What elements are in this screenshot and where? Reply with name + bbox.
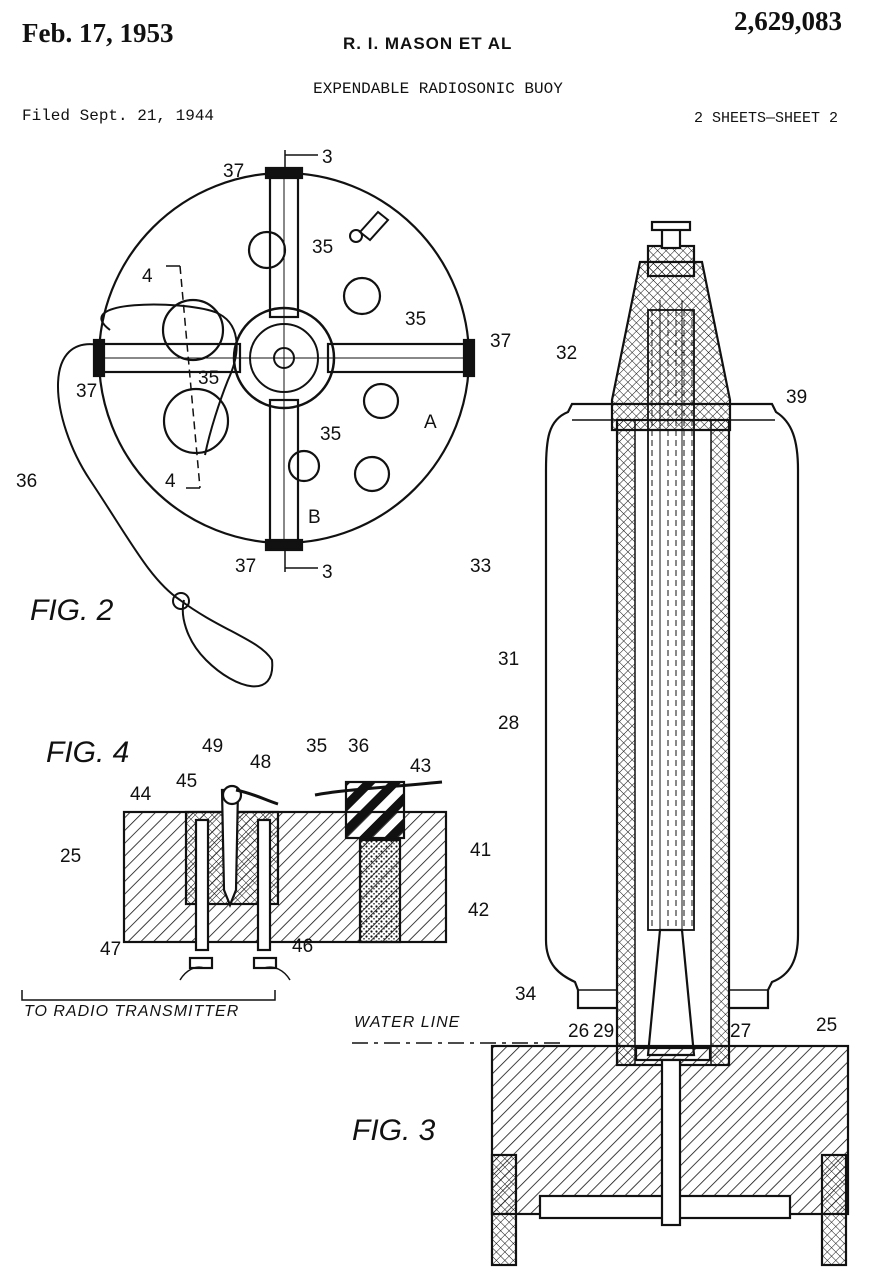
fig3-ref-27: 27	[730, 1021, 751, 1042]
fig4-ref-49: 49	[202, 736, 223, 757]
water-line-label: WATER LINE	[354, 1014, 460, 1031]
fig3-ref-31: 31	[498, 649, 519, 670]
fig3-ref-32: 32	[556, 343, 577, 364]
fig2-mark-a: A	[424, 412, 437, 433]
patent-number: 2,629,083	[734, 6, 842, 36]
fig4-ref-47: 47	[100, 939, 121, 960]
sheet-number: 2 SHEETS—SHEET 2	[693, 110, 838, 127]
fig3-ref-39: 39	[786, 387, 807, 408]
fig4-ref-42: 42	[468, 900, 489, 921]
fig4-ref-44: 44	[130, 784, 152, 805]
float-body	[544, 402, 800, 1010]
fig3-ref-34: 34	[515, 984, 537, 1005]
fig4-label: FIG. 4	[46, 736, 129, 769]
patent-date: Feb. 17, 1953	[22, 18, 174, 48]
fig4-ref-43: 43	[410, 756, 431, 777]
fig4-drawing	[21, 780, 448, 1001]
fig4-ref-36: 36	[348, 736, 369, 757]
inventor-name: R. I. MASON ET AL	[343, 34, 513, 53]
fig2-ref-37: 37	[76, 381, 97, 402]
fig3-ref-28: 28	[498, 713, 519, 734]
fig3-drawing	[352, 220, 850, 1267]
fig3-ref-26: 26	[568, 1021, 589, 1042]
fig2-ref-35: 35	[198, 368, 219, 389]
patent-title: EXPENDABLE RADIOSONIC BUOY	[313, 80, 563, 98]
fig2-label: FIG. 2	[30, 594, 114, 627]
fig2-ref-3: 3	[322, 562, 333, 583]
fig4-ref-46: 46	[292, 936, 313, 957]
fig2-drawing	[57, 150, 476, 688]
fig2-ref-4: 4	[165, 471, 176, 492]
fig3-ref-29: 29	[593, 1021, 614, 1042]
fig4-ref-35: 35	[306, 736, 327, 757]
filed-date: Filed Sept. 21, 1944	[22, 107, 215, 125]
fig2-ref-37: 37	[223, 161, 244, 182]
fig4-ref-25: 25	[60, 846, 81, 867]
fig3-ref-25: 25	[816, 1015, 837, 1036]
fig2-ref-3: 3	[322, 147, 333, 168]
fig2-mark-b: B	[308, 507, 321, 528]
fig2-ref-36: 36	[16, 471, 37, 492]
fig2-ref-35: 35	[320, 424, 341, 445]
fig2-ref-37: 37	[235, 556, 256, 577]
fig2-ref-35: 35	[312, 237, 333, 258]
fig2-ref-35: 35	[405, 309, 426, 330]
fig2-ref-4: 4	[142, 266, 153, 287]
fig4-ref-48: 48	[250, 752, 271, 773]
fig3-ref-33: 33	[470, 556, 491, 577]
fig2-ref-37: 37	[490, 331, 511, 352]
fig4-ref-45: 45	[176, 771, 197, 792]
fig3-label: FIG. 3	[352, 1114, 436, 1147]
fig4-caption: TO RADIO TRANSMITTER	[24, 1003, 239, 1020]
fig4-ref-41: 41	[470, 840, 491, 861]
